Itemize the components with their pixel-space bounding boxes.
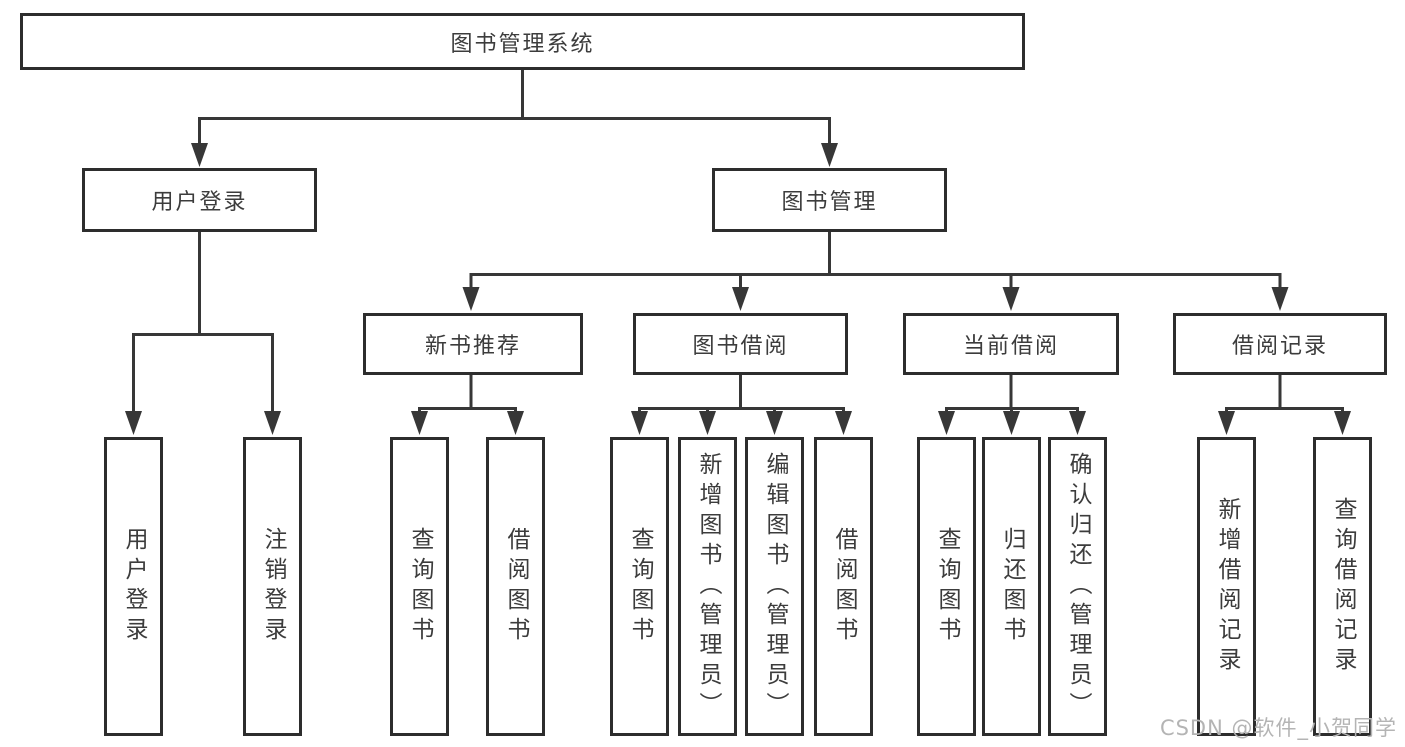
node-library-management-system: 图书管理系统 (20, 13, 1025, 70)
arrow-down-icon (507, 411, 524, 435)
node-user-login-branch: 用户登录 (82, 168, 317, 232)
node-current-query-books: 查询图书 (917, 437, 976, 736)
node-borrowing-query-books: 查询图书 (610, 437, 669, 736)
node-new-book-recommendation: 新书推荐 (363, 313, 583, 375)
arrow-down-icon (264, 411, 281, 435)
arrow-down-icon (462, 287, 480, 311)
csdn-watermark: CSDN @软件_小贺同学 (1159, 716, 1397, 740)
node-book-management-branch: 图书管理 (712, 168, 947, 232)
arrow-down-icon (835, 411, 852, 435)
arrow-down-icon (631, 411, 648, 435)
arrow-down-icon (191, 143, 208, 167)
node-add-borrow-record: 新增借阅记录 (1197, 437, 1256, 736)
node-confirm-return-admin: 确认归还（管理员） (1048, 437, 1107, 736)
node-add-book-admin: 新增图书（管理员） (678, 437, 737, 736)
arrow-down-icon (766, 411, 783, 435)
node-recommend-borrow-books: 借阅图书 (486, 437, 545, 736)
arrow-down-icon (699, 411, 716, 435)
arrow-down-icon (1271, 287, 1289, 311)
arrow-down-icon (125, 411, 142, 435)
node-return-books: 归还图书 (982, 437, 1041, 736)
node-current-borrowing: 当前借阅 (903, 313, 1119, 375)
node-recommend-query-books: 查询图书 (390, 437, 449, 736)
node-logout-leaf: 注销登录 (243, 437, 302, 736)
node-borrowing-borrow-books: 借阅图书 (814, 437, 873, 736)
node-book-borrowing: 图书借阅 (633, 313, 848, 375)
arrow-down-icon (938, 411, 955, 435)
node-user-login-leaf: 用户登录 (104, 437, 163, 736)
arrow-down-icon (1069, 411, 1086, 435)
node-query-borrow-record: 查询借阅记录 (1313, 437, 1372, 736)
arrow-down-icon (732, 287, 749, 311)
arrow-down-icon (821, 143, 838, 167)
arrow-down-icon (411, 411, 428, 435)
node-edit-book-admin: 编辑图书（管理员） (745, 437, 804, 736)
arrow-down-icon (1218, 411, 1235, 435)
node-borrowing-records: 借阅记录 (1173, 313, 1387, 375)
arrow-down-icon (1003, 411, 1020, 435)
arrow-down-icon (1002, 287, 1020, 311)
arrow-down-icon (1334, 411, 1351, 435)
